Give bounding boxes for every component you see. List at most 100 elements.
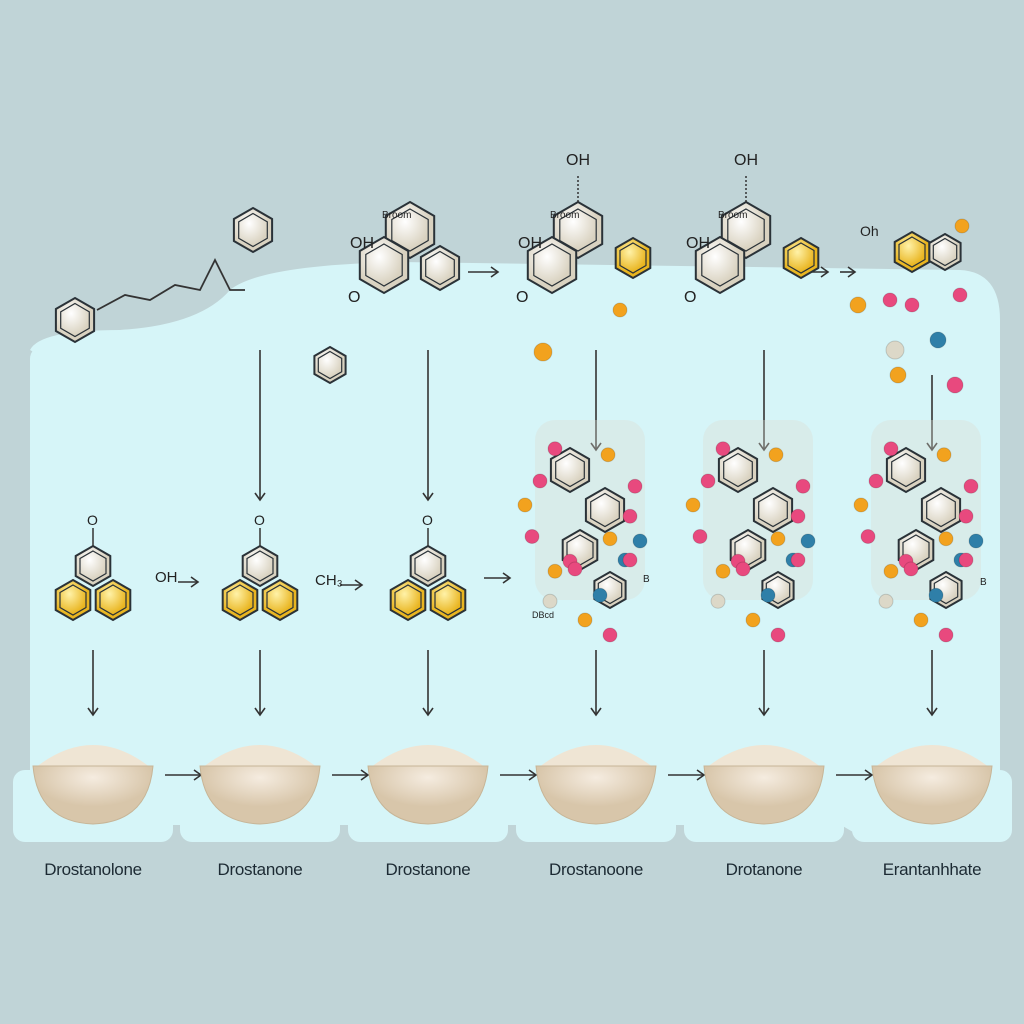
yellow-ring: [893, 230, 931, 274]
atom: [622, 552, 638, 568]
atom: [600, 447, 616, 463]
yellow-ring-inner: [226, 584, 254, 616]
ring-inner: [701, 243, 739, 287]
atom: [602, 627, 618, 643]
oh-label: OH: [155, 569, 178, 586]
oh-label: Oh: [860, 223, 879, 239]
arrow-head: [502, 572, 512, 584]
ring-inner: [425, 250, 455, 286]
atom: [524, 529, 540, 544]
benzene-ring: [54, 296, 96, 344]
yellow-ring-inner: [99, 584, 127, 616]
arrow-head: [820, 266, 830, 278]
ring: [419, 244, 461, 292]
arrow-head: [254, 492, 266, 502]
ring-inner: [926, 492, 956, 528]
arrow-head: [758, 442, 770, 452]
oxygen-label: O: [516, 289, 528, 306]
yellow-ring-inner: [787, 242, 815, 274]
atom: [602, 531, 618, 547]
yellow-ring: [221, 578, 259, 622]
arrow-head: [696, 769, 706, 781]
atom: [768, 447, 784, 463]
arrow-head: [254, 707, 266, 717]
ring: [584, 486, 626, 534]
atom: [790, 552, 806, 568]
atom: [795, 478, 811, 494]
yellow-ring: [54, 578, 92, 622]
atom: [883, 563, 899, 579]
yellow-ring: [782, 236, 820, 280]
arrow-head: [190, 576, 200, 588]
atom: [946, 376, 964, 394]
atom: [954, 218, 970, 234]
ring-inner: [932, 237, 958, 267]
atom: [853, 497, 869, 513]
yellow-ring-inner: [434, 584, 462, 616]
benzene-ring-inner: [60, 302, 90, 338]
powder-bowl: [871, 745, 993, 825]
ring-inner: [590, 492, 620, 528]
compound-label: Drostanone: [385, 860, 471, 879]
ring: [920, 486, 962, 534]
arrows: [87, 266, 938, 781]
atom: [770, 627, 786, 643]
ring-inner: [723, 452, 753, 488]
ch3-label: CH₃: [315, 572, 343, 589]
yellow-ring-inner: [619, 242, 647, 274]
yellow-ring: [614, 236, 652, 280]
ring-label: Broom: [382, 210, 411, 221]
atom: [882, 292, 898, 308]
atom: [612, 302, 628, 318]
atom: [963, 478, 979, 494]
oxygen-label: O: [87, 512, 98, 528]
atom: [903, 561, 919, 577]
powder-bowl: [703, 745, 825, 825]
arrow-head: [490, 266, 500, 278]
atom: [938, 531, 954, 547]
ring-label: Broom: [718, 210, 747, 221]
atom: [904, 297, 920, 313]
powder-bowl: [199, 745, 321, 825]
atom: [968, 533, 984, 549]
b-label: B: [643, 574, 650, 585]
yellow-ring: [261, 578, 299, 622]
yellow-ring: [389, 578, 427, 622]
powder-bowl: [367, 745, 489, 825]
atom: [913, 612, 929, 628]
molecules: [54, 175, 984, 643]
atom: [735, 561, 751, 577]
ring-inner: [765, 575, 791, 605]
yellow-ring: [94, 578, 132, 622]
arrow-head: [847, 266, 857, 278]
oxygen-label: O: [684, 289, 696, 306]
ring: [928, 232, 962, 272]
atom: [745, 612, 761, 628]
atom: [770, 531, 786, 547]
ring-inner: [933, 575, 959, 605]
atom: [577, 612, 593, 628]
atom: [883, 441, 899, 457]
oh-label: OH: [350, 235, 374, 252]
arrow-head: [422, 492, 434, 502]
atom: [532, 473, 548, 489]
oxygen-label: O: [348, 289, 360, 306]
arrow-head: [528, 769, 538, 781]
arrow-head: [590, 707, 602, 717]
oh-label: OH: [686, 235, 710, 252]
arrow-head: [926, 707, 938, 717]
arrow-head: [590, 442, 602, 452]
arrow-head: [360, 769, 370, 781]
atom: [790, 508, 806, 524]
atom: [952, 287, 968, 303]
yellow-ring: [429, 578, 467, 622]
ring-inner: [533, 243, 571, 287]
atom: [533, 342, 553, 362]
atom: [878, 593, 894, 609]
atom: [622, 508, 638, 524]
atom: [632, 533, 648, 549]
ring: [241, 544, 279, 588]
arrow-head: [422, 707, 434, 717]
